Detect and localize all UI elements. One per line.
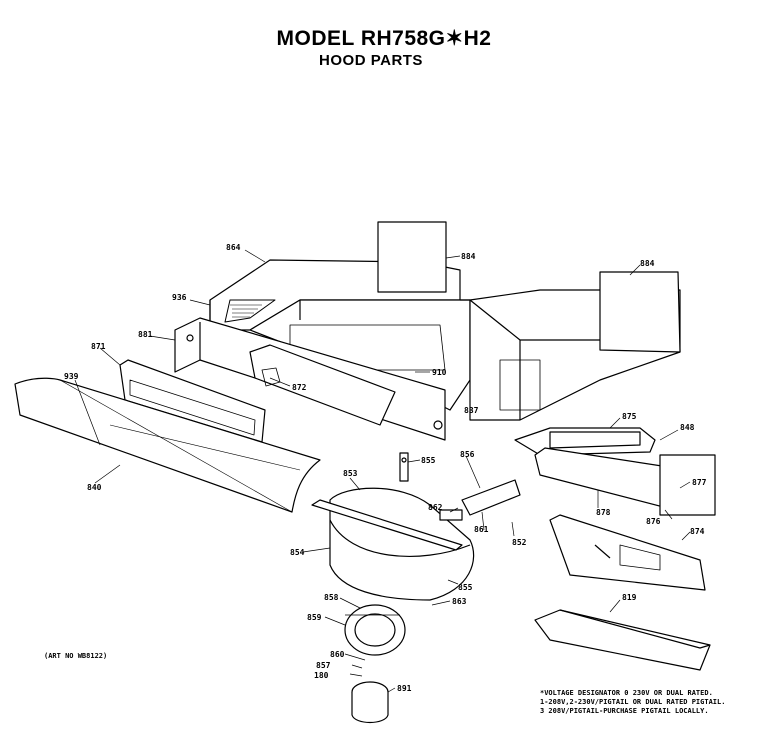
- label-854: 854: [290, 548, 305, 557]
- label-857: 857: [316, 661, 331, 670]
- bracket-855: [399, 452, 409, 482]
- filter-frame-871: [119, 359, 266, 443]
- fan-housing-854: [311, 487, 475, 601]
- label-864: 864: [226, 243, 241, 252]
- plate-856: [461, 479, 521, 516]
- label-884-upper: 884: [461, 252, 476, 261]
- plate-884-upper: [377, 221, 447, 293]
- label-874: 874: [690, 527, 705, 536]
- label-876: 876: [646, 517, 661, 526]
- label-884-right: 884: [640, 259, 655, 268]
- panel-874: [549, 514, 706, 591]
- diagram-title: MODEL RH758G✶H2: [276, 27, 492, 50]
- label-856: 856: [460, 450, 475, 459]
- channel-819: [534, 609, 711, 671]
- label-878: 878: [596, 508, 611, 517]
- label-860: 860: [330, 650, 345, 659]
- voltage-note-line-3: 3 208V/PIGTAIL-PURCHASE PIGTAIL LOCALLY.: [540, 707, 709, 715]
- label-875: 875: [622, 412, 637, 421]
- front-trim-840: [14, 377, 321, 513]
- label-858: 858: [324, 593, 339, 602]
- voltage-note-line-2: 1-208V,2-230V/PIGTAIL OR DUAL RATED PIGT…: [540, 698, 726, 706]
- label-180: 180: [314, 671, 329, 680]
- label-871: 871: [91, 342, 106, 351]
- bracket-848: [534, 447, 716, 516]
- label-859: 859: [307, 613, 322, 622]
- label-840: 840: [87, 483, 102, 492]
- plate-884-right: [599, 271, 681, 353]
- label-891: 891: [397, 684, 412, 693]
- tray-875: [514, 427, 656, 456]
- label-852: 852: [512, 538, 527, 547]
- label-819: 819: [622, 593, 637, 602]
- blower-858: [344, 604, 406, 656]
- label-910: 910: [432, 368, 447, 377]
- art-number: (ART NO WB8122): [44, 652, 108, 660]
- label-862: 862: [428, 503, 443, 512]
- label-861: 861: [474, 525, 489, 534]
- label-848: 848: [680, 423, 695, 432]
- bracket-862: [439, 509, 463, 521]
- voltage-note-line-1: *VOLTAGE DESIGNATOR 0 230V OR DUAL RATED…: [540, 689, 713, 697]
- label-877: 877: [692, 478, 707, 487]
- label-872: 872: [292, 383, 307, 392]
- label-855-lower: 855: [458, 583, 473, 592]
- label-939: 939: [64, 372, 79, 381]
- label-837: 837: [464, 406, 479, 415]
- label-855-upper: 855: [421, 456, 436, 465]
- label-936: 936: [172, 293, 187, 302]
- label-863: 863: [452, 597, 467, 606]
- diagram-subtitle: HOOD PARTS: [319, 52, 423, 69]
- motor-891: [351, 681, 389, 724]
- label-881: 881: [138, 330, 153, 339]
- label-853: 853: [343, 469, 358, 478]
